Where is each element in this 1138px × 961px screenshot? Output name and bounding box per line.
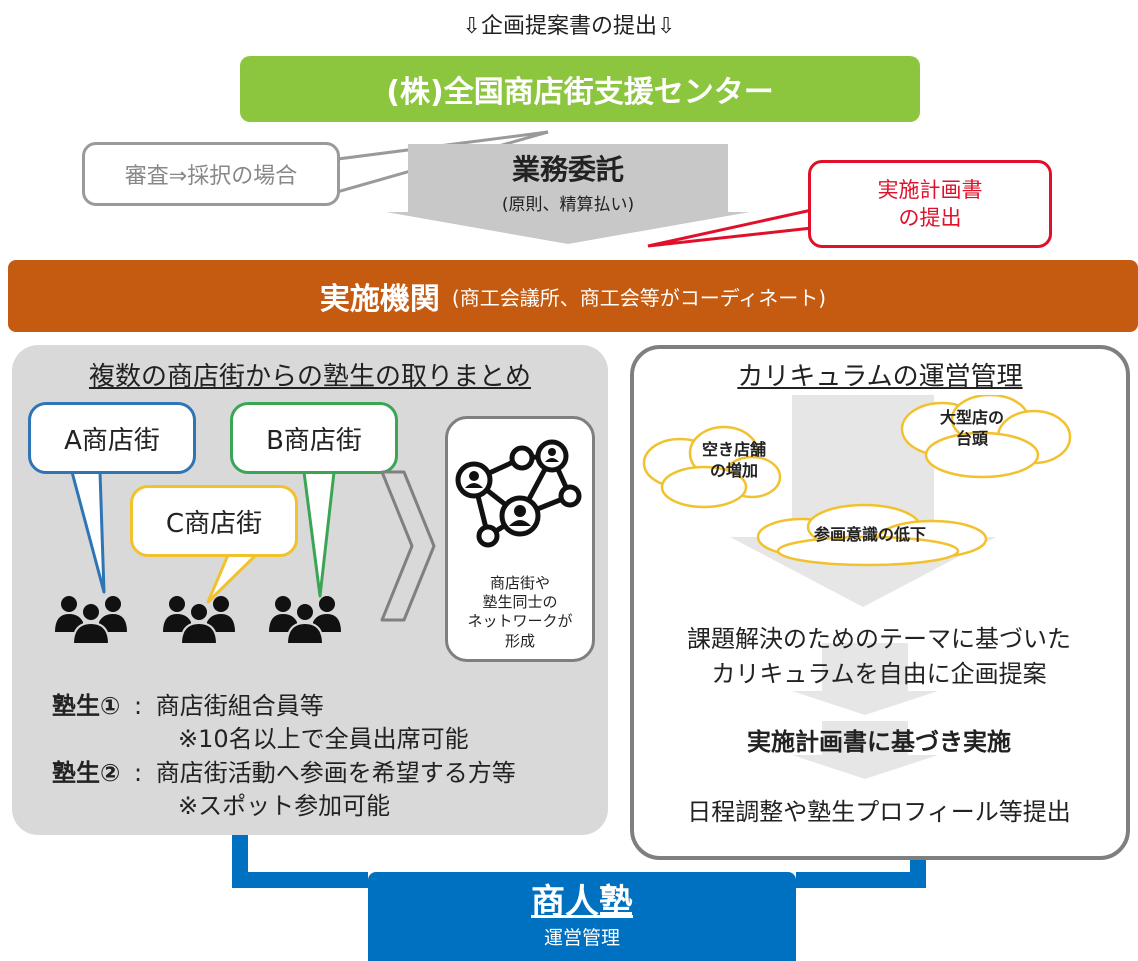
network-caption-line: 塾生同士の — [482, 593, 558, 612]
implementing-body-subtitle: (商工会議所、商工会等がコーディネート) — [451, 285, 827, 310]
participation-label: 参画意識の低下 — [813, 525, 926, 544]
proposal-line2: カリキュラムを自由に企画提案 — [711, 659, 1047, 688]
curriculum-management-title: カリキュラムの運営管理 — [737, 362, 1023, 392]
proposal-line1: 課題解決のためのテーマに基づいた — [687, 625, 1071, 653]
network-caption-line: 形成 — [504, 631, 535, 650]
proposal-text: 課題解決のためのテーマに基づいた カリキュラムを自由に企画提案 — [634, 622, 1124, 692]
commission-title: 業務委託 — [511, 153, 624, 186]
student-2-description: 商店街活動へ参画を希望する方等 — [155, 759, 516, 787]
commission-arrow — [386, 144, 750, 244]
network-icon — [455, 439, 582, 548]
shopping-street-a-bubble: A商店街 — [28, 402, 196, 474]
student-1-label: 塾生① — [52, 692, 121, 720]
bubble-a-tail — [70, 470, 106, 594]
student-1-note: ※10名以上で全員出席可能 — [178, 725, 469, 753]
vacant-store-line1: 空き店舗 — [701, 440, 766, 459]
student-2-label: 塾生② — [52, 759, 121, 787]
student-aggregation-title: 複数の商店街からの塾生の取りまとめ — [88, 362, 531, 392]
large-store-line1: 大型店の — [939, 408, 1004, 427]
student-2-row: 塾生② : 商店街活動へ参画を希望する方等 — [52, 757, 612, 789]
student-1-row: 塾生① : 商店街組合員等 — [52, 690, 592, 722]
student-1-description: 商店街組合員等 — [155, 692, 324, 720]
step-down-arrow-1 — [792, 643, 938, 715]
network-caption-line: 商店街や — [489, 574, 550, 592]
large-store-line2: 台頭 — [955, 428, 988, 448]
participation-cloud — [756, 503, 988, 567]
people-groups — [55, 595, 342, 645]
implementing-body-bar: 実施機関 (商工会議所、商工会等がコーディネート) — [8, 260, 1138, 332]
network-caption: 商店街や 塾生同士の ネットワークが 形成 — [445, 574, 595, 651]
merchant-school-box: 商人塾 運営管理 — [368, 872, 796, 961]
shopping-street-c-bubble: C商店街 — [130, 485, 298, 557]
people-group-icon-b — [268, 595, 342, 645]
vacant-store-line2: の増加 — [709, 460, 758, 480]
bracket-left — [232, 835, 368, 888]
student-2-note: ※スポット参加可能 — [178, 792, 391, 820]
merchant-school-subtitle: 運営管理 — [543, 926, 620, 949]
plan-submission-line2: の提出 — [898, 206, 962, 230]
step-down-arrow-2 — [792, 721, 938, 779]
student-1-separator: : — [133, 692, 143, 720]
schedule-step: 日程調整や塾生プロフィール等提出 — [687, 798, 1071, 826]
screening-callout: 審査⇒採択の場合 — [82, 142, 340, 206]
network-caption-line: ネットワークが — [467, 612, 573, 631]
vacant-store-label: 空き店舗 の増加 — [680, 440, 788, 482]
large-store-label: 大型店の 台頭 — [922, 408, 1022, 450]
commission-subtitle: (原則、精算払い) — [501, 195, 635, 215]
people-group-icon-a — [55, 595, 128, 645]
shopping-street-b-bubble: B商店街 — [230, 402, 398, 474]
merchant-school-title: 商人塾 — [531, 882, 633, 923]
support-center-bar: (株)全国商店街支援センター — [240, 56, 920, 122]
large-store-cloud — [900, 395, 1072, 479]
plan-submission-callout: 実施計画書 の提出 — [808, 160, 1052, 248]
people-group-icon-c — [162, 595, 236, 645]
flow-arrows — [642, 395, 1072, 779]
implementation-step: 実施計画書に基づき実施 — [747, 728, 1011, 756]
proposal-submission-caption: ⇩企画提案書の提出⇩ — [462, 14, 676, 39]
student-2-separator: : — [133, 759, 143, 787]
implementing-body-title: 実施機関 — [319, 282, 440, 317]
chevron-right-icon — [380, 470, 436, 622]
bracket-right — [796, 860, 926, 888]
plan-submission-line1: 実施計画書 — [877, 177, 983, 202]
vacant-store-cloud — [642, 425, 782, 509]
bubble-b-tail — [302, 470, 336, 598]
